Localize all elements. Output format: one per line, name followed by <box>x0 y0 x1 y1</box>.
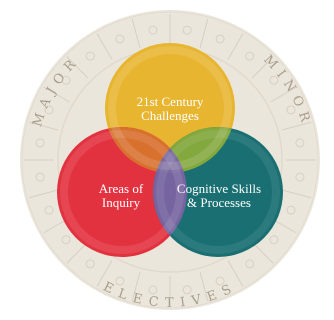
venn-diagram <box>57 43 283 257</box>
ring-ornament-scroll <box>245 259 255 269</box>
label-challenges-line-1: 21st Century <box>137 94 204 109</box>
ring-ornament-scroll <box>295 138 305 148</box>
ring-ornament-scroll <box>269 235 279 245</box>
ring-ornament-scroll <box>44 205 54 215</box>
overlap-challenges-inquiry-group <box>105 127 187 173</box>
ring-ornament-spoke <box>251 241 274 264</box>
ring-ornament-spoke <box>96 33 113 60</box>
overlap-challenges-cognitive <box>153 127 235 173</box>
ring-ornament-scroll <box>115 34 125 44</box>
ring-ornament-spoke <box>28 189 59 199</box>
ring-ornament-spoke <box>199 271 209 302</box>
ring-ornament-scroll <box>35 138 45 148</box>
ring-ornament-spoke <box>270 86 297 103</box>
circle-cognitive-glow <box>156 130 280 254</box>
ring-ornament-scroll <box>148 25 158 35</box>
ring-ornament-spoke <box>96 260 113 287</box>
ring-ornament-spoke <box>227 260 244 287</box>
ring-ornament-spoke <box>251 56 274 79</box>
ring-ornament-scroll <box>286 205 296 215</box>
label-inquiry-line-2: Inquiry <box>102 195 141 210</box>
ring-ornament-spoke <box>66 241 89 264</box>
overlap-challenges-cognitive-group <box>153 127 235 173</box>
ring-ornament-scroll <box>215 276 225 286</box>
ring-ornament-scroll <box>115 276 125 286</box>
overlap-challenges-inquiry <box>105 127 187 173</box>
ring-ornament-scroll <box>61 235 71 245</box>
ring-ornament-scroll <box>148 285 158 295</box>
ring-ornament-scroll <box>215 34 225 44</box>
ring-ornament-scroll <box>35 172 45 182</box>
ring-ornament-scroll <box>85 259 95 269</box>
circle-challenges-glow <box>108 46 232 170</box>
ring-outer-edge <box>21 11 319 309</box>
label-challenges-line-2: Challenges <box>141 108 199 123</box>
ring-ornament-scroll <box>286 105 296 115</box>
ring-ornament-spoke <box>131 271 141 302</box>
ring-ornament-spoke <box>66 56 89 79</box>
ring-ornament-spoke <box>281 189 312 199</box>
circle-inquiry-glow <box>60 130 184 254</box>
circle-labels: 21st Century Challenges Areas of Inquiry… <box>99 94 261 210</box>
ring-ornament-scroll <box>295 172 305 182</box>
ring-ornament-spoke <box>281 121 312 131</box>
label-cognitive-line-1: Cognitive Skills <box>177 181 261 196</box>
ring-ornament-scroll <box>44 105 54 115</box>
ring-ornament-spoke <box>131 18 141 49</box>
ring-ornament-spoke <box>199 18 209 49</box>
label-inquiry-line-1: Areas of <box>99 181 144 196</box>
ring-ornament-scroll <box>269 75 279 85</box>
ring-ornament-spoke <box>227 33 244 60</box>
ring-ornament-spoke <box>28 121 59 131</box>
ring-ornaments <box>24 14 316 306</box>
label-cognitive-line-2: & Processes <box>187 195 251 210</box>
ring-ornament-scroll <box>245 51 255 61</box>
ring-ornament-scroll <box>182 285 192 295</box>
ring-ornament-scroll <box>182 25 192 35</box>
ring-ornament-spoke <box>43 86 70 103</box>
ring-ornament-scroll <box>85 51 95 61</box>
ring-ornament-scroll <box>61 75 71 85</box>
